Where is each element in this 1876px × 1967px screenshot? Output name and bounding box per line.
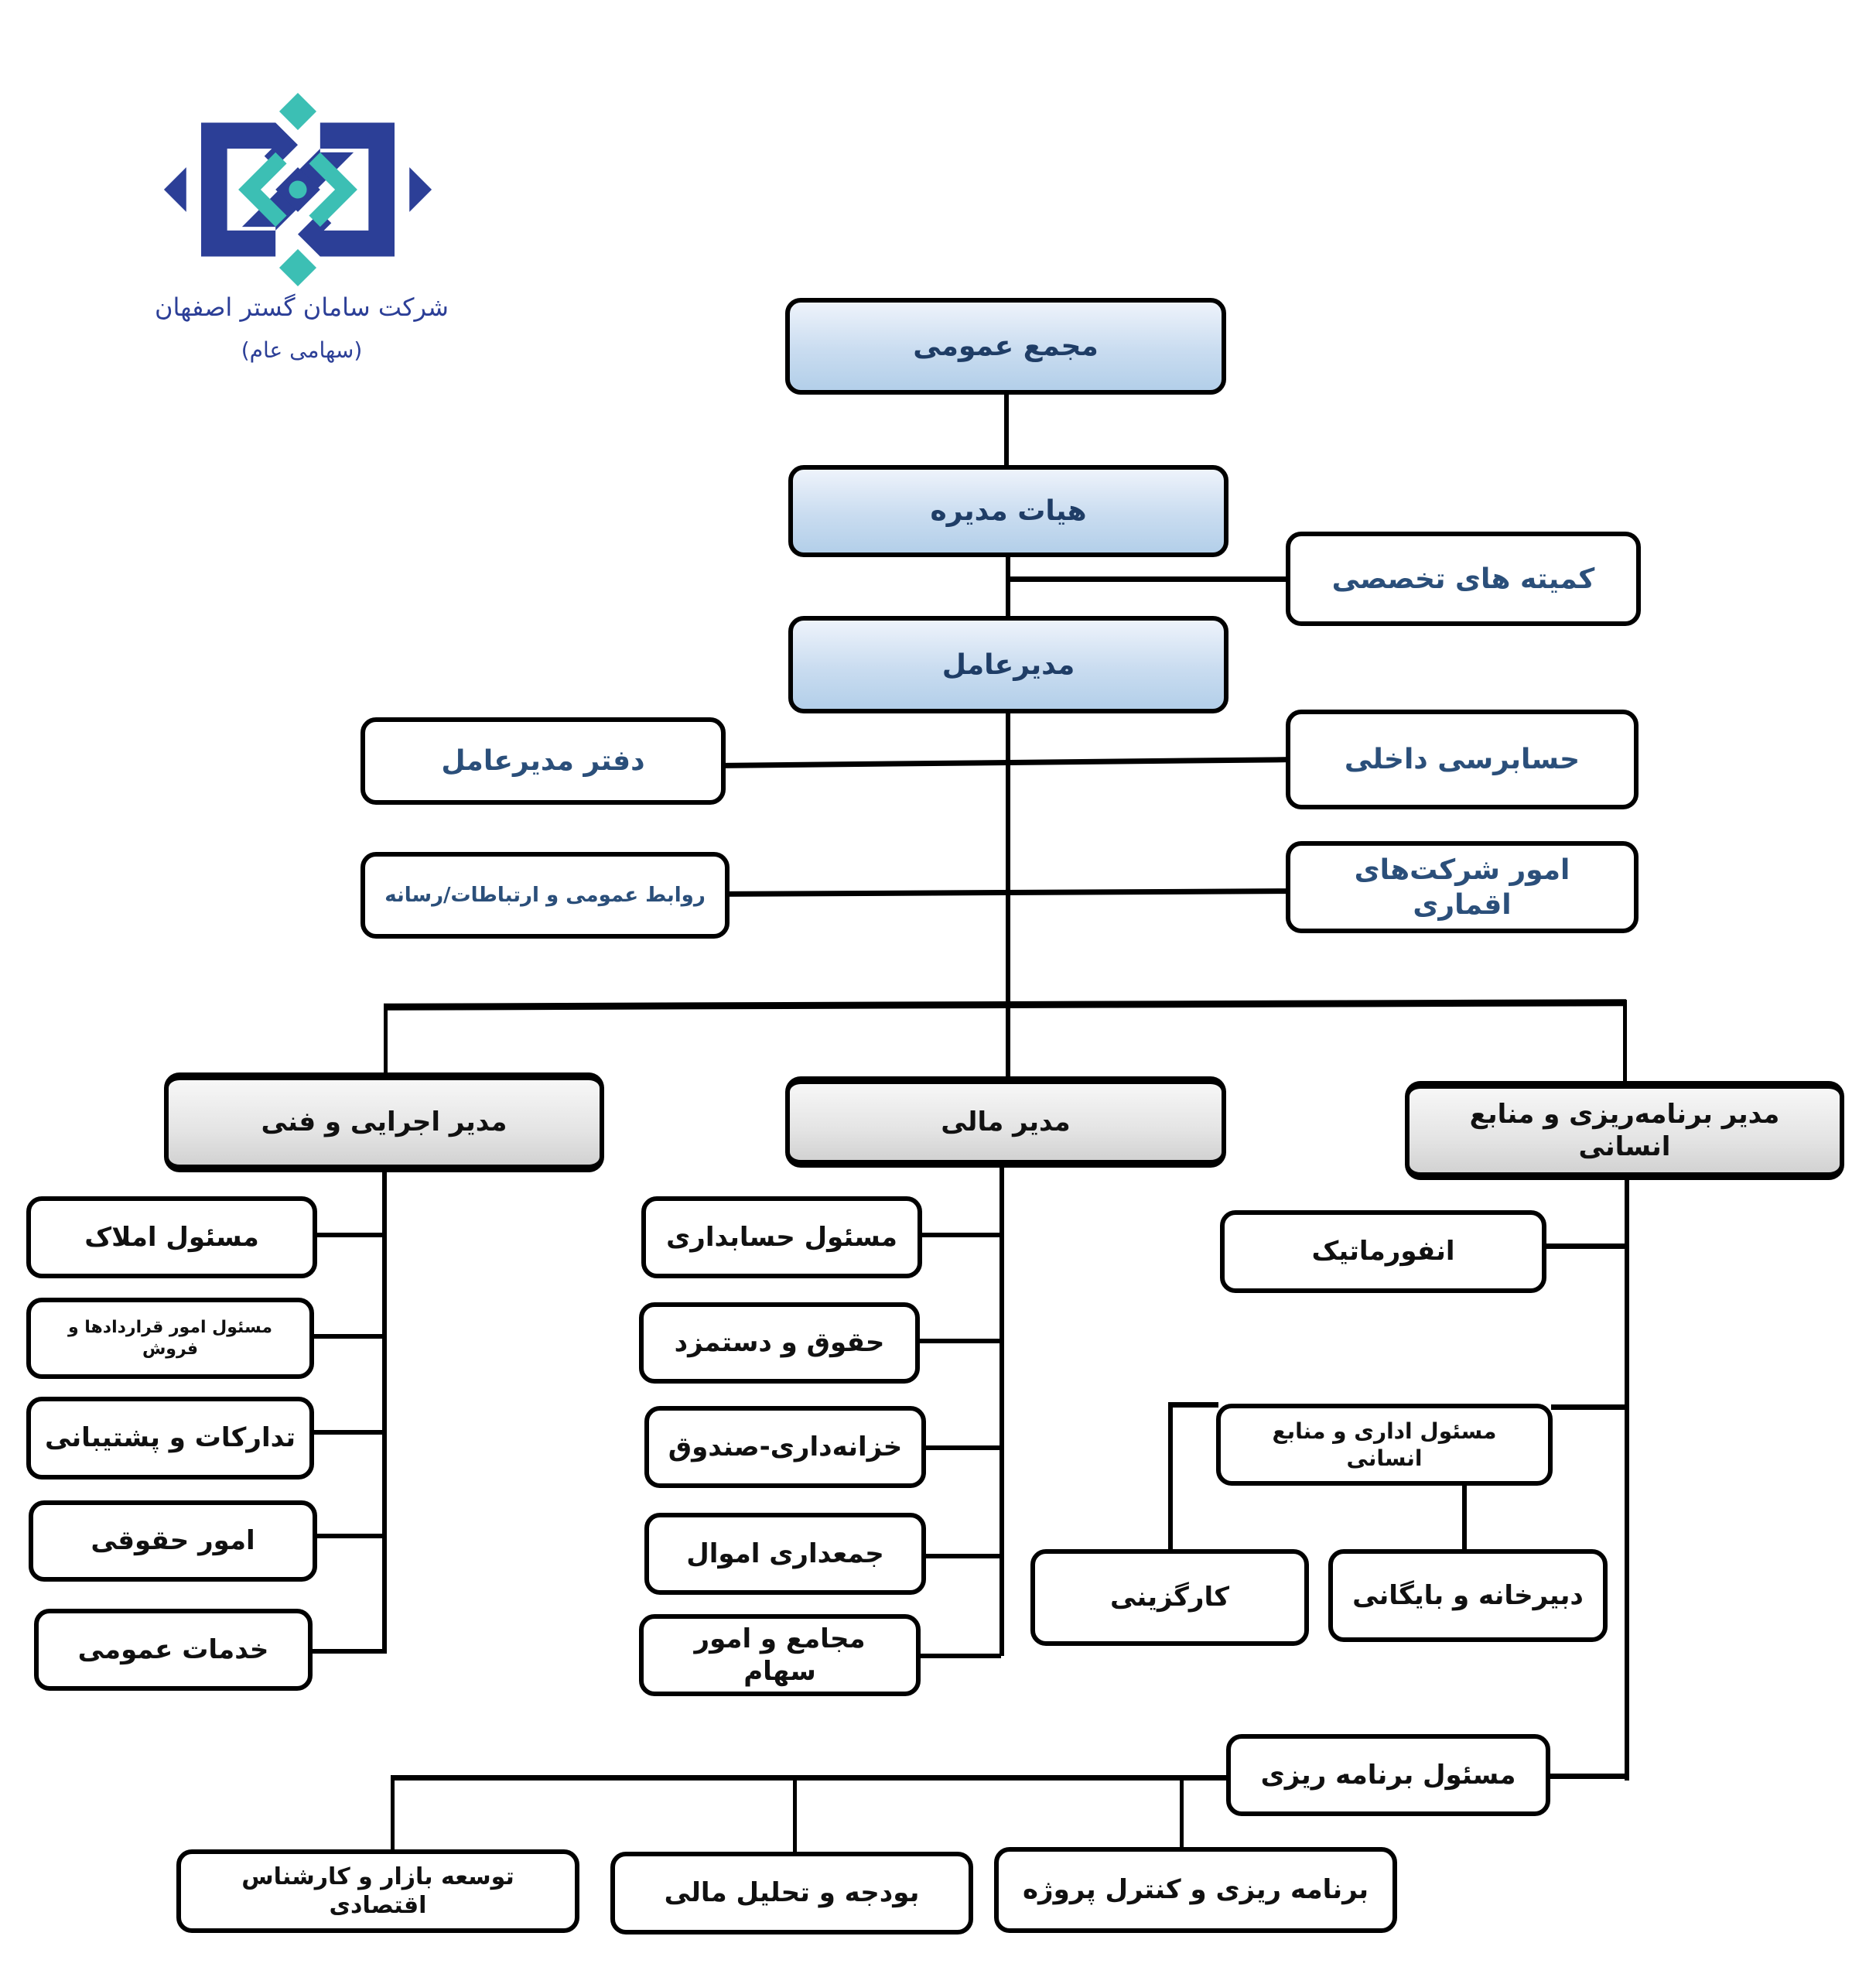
finance-unit-label: مجامع و امور سهام — [694, 1623, 866, 1688]
technical-unit-box[interactable]: خدمات عمومی — [34, 1609, 313, 1691]
technical-unit-box[interactable]: مسئول املاک — [26, 1196, 317, 1278]
connector-line — [1625, 1178, 1629, 1781]
ceo-office-label: دفتر مدیرعامل — [441, 745, 645, 777]
connector-line — [391, 1775, 1230, 1781]
connector-line — [1545, 1243, 1626, 1249]
connector-line — [1462, 1482, 1467, 1553]
board-box[interactable]: هیات مدیره — [788, 465, 1228, 557]
connector-line — [793, 1775, 797, 1852]
connector-line — [311, 1649, 385, 1654]
admin-hr-box[interactable]: مسئول اداری و منابع انسانی — [1216, 1404, 1553, 1486]
technical-unit-label: خدمات عمومی — [77, 1633, 269, 1665]
finance-unit-label: خزانه‌داری-صندوق — [668, 1431, 903, 1462]
planning-subunit-box[interactable]: بودجه و تحلیل مالی — [610, 1852, 973, 1935]
finance-unit-box[interactable]: حقوق و دستمزد — [639, 1302, 920, 1384]
technical-unit-label: مسئول املاک — [84, 1221, 259, 1253]
connector-line — [1006, 556, 1010, 619]
finance-unit-box[interactable]: مجامع و امور سهام — [639, 1614, 921, 1696]
technical-unit-label: تدارکات و پشتیبانی — [44, 1422, 296, 1454]
subsidiaries-label: امور شرکت‌های اقماری — [1354, 854, 1570, 921]
connector-line — [1168, 1402, 1173, 1554]
ceo-label: مدیرعامل — [941, 648, 1075, 681]
connector-line — [383, 999, 1627, 1011]
technical-manager-label: مدیر اجرایی و فنی — [261, 1107, 507, 1138]
informatics-label: انفورماتیک — [1311, 1236, 1455, 1267]
finance-unit-label: مسئول حسابداری — [666, 1221, 897, 1253]
admin-hr-label: مسئول اداری و منابع انسانی — [1272, 1418, 1497, 1471]
secretariat-box[interactable]: دبیرخانه و بایگانی — [1328, 1549, 1608, 1642]
connector-line — [1180, 1775, 1184, 1851]
logo-mark-icon — [163, 93, 432, 286]
connector-line — [313, 1430, 385, 1435]
planning-subunit-box[interactable]: توسعه بازار و کارشناس اقتصادی — [176, 1849, 579, 1933]
connector-line — [1551, 1404, 1626, 1410]
planning-hr-manager-box[interactable]: مدیر برنامه‌ریزی و منابع انسانی — [1405, 1081, 1844, 1180]
board-label: هیات مدیره — [930, 495, 1087, 527]
connector-line — [384, 1004, 388, 1076]
finance-unit-label: حقوق و دستمزد — [674, 1327, 885, 1359]
subsidiaries-box[interactable]: امور شرکت‌های اقماری — [1286, 841, 1639, 933]
public-relations-box[interactable]: روابط عمومی و ارتباطات/رسانه — [361, 852, 730, 939]
committees-box[interactable]: کمیته های تخصصی — [1286, 532, 1641, 626]
finance-unit-label: جمعداری اموال — [686, 1538, 884, 1569]
technical-manager-box[interactable]: مدیر اجرایی و فنی — [164, 1072, 604, 1172]
planning-subunit-label: توسعه بازار و کارشناس اقتصادی — [241, 1863, 514, 1920]
public-relations-label: روابط عمومی و ارتباطات/رسانه — [384, 883, 706, 907]
connector-line — [382, 1170, 387, 1654]
connector-line — [925, 1445, 1001, 1450]
connector-line — [1547, 1774, 1627, 1779]
planning-subunit-box[interactable]: برنامه ریزی و کنترل پروژه — [994, 1847, 1397, 1933]
connector-line — [313, 1334, 385, 1339]
connector-line — [919, 1339, 1001, 1343]
ceo-box[interactable]: مدیرعامل — [788, 616, 1228, 713]
company-type: (سهامی عام) — [241, 337, 363, 363]
company-name: شرکت سامان گستر اصفهان — [155, 292, 449, 322]
technical-unit-label: مسئول امور قراردادها و فروش — [67, 1318, 273, 1359]
finance-unit-box[interactable]: جمعداری اموال — [644, 1513, 926, 1595]
committees-label: کمیته های تخصصی — [1331, 563, 1595, 595]
ceo-office-box[interactable]: دفتر مدیرعامل — [361, 717, 726, 805]
technical-unit-box[interactable]: مسئول امور قراردادها و فروش — [26, 1298, 314, 1379]
recruitment-box[interactable]: کارگزینی — [1030, 1549, 1309, 1646]
general-assembly-box[interactable]: مجمع عمومی — [785, 298, 1226, 395]
technical-unit-label: امور حقوقی — [91, 1525, 255, 1557]
planning-subunit-label: بودجه و تحلیل مالی — [664, 1877, 920, 1909]
planning-officer-label: مسئول برنامه ریزی — [1260, 1759, 1516, 1791]
connector-line — [316, 1233, 385, 1237]
finance-manager-box[interactable]: مدیر مالی — [785, 1076, 1226, 1168]
secretariat-label: دبیرخانه و بایگانی — [1352, 1579, 1584, 1611]
connector-line — [921, 1654, 1001, 1658]
general-assembly-label: مجمع عمومی — [913, 330, 1099, 362]
connector-line — [922, 1233, 1001, 1237]
connector-line — [1006, 576, 1288, 582]
planning-officer-box[interactable]: مسئول برنامه ریزی — [1226, 1734, 1550, 1816]
connector-line — [925, 1554, 1001, 1558]
technical-unit-box[interactable]: تدارکات و پشتیبانی — [26, 1397, 314, 1480]
finance-unit-box[interactable]: مسئول حسابداری — [641, 1196, 922, 1278]
recruitment-label: کارگزینی — [1109, 1582, 1230, 1613]
technical-unit-box[interactable]: امور حقوقی — [29, 1500, 317, 1582]
connector-line — [1168, 1402, 1218, 1408]
connector-line — [316, 1534, 385, 1538]
internal-audit-label: حسابرسی داخلی — [1344, 744, 1580, 775]
finance-manager-label: مدیر مالی — [941, 1106, 1071, 1137]
planning-subunit-label: برنامه ریزی و کنترل پروژه — [1022, 1874, 1369, 1906]
connector-line — [1000, 1167, 1004, 1656]
planning-hr-manager-label: مدیر برنامه‌ریزی و منابع انسانی — [1469, 1098, 1780, 1163]
finance-unit-box[interactable]: خزانه‌داری-صندوق — [644, 1406, 926, 1488]
connector-line — [1004, 395, 1009, 468]
internal-audit-box[interactable]: حسابرسی داخلی — [1286, 710, 1639, 809]
connector-line — [1623, 1000, 1627, 1083]
informatics-box[interactable]: انفورماتیک — [1220, 1210, 1546, 1293]
connector-line — [391, 1775, 395, 1852]
